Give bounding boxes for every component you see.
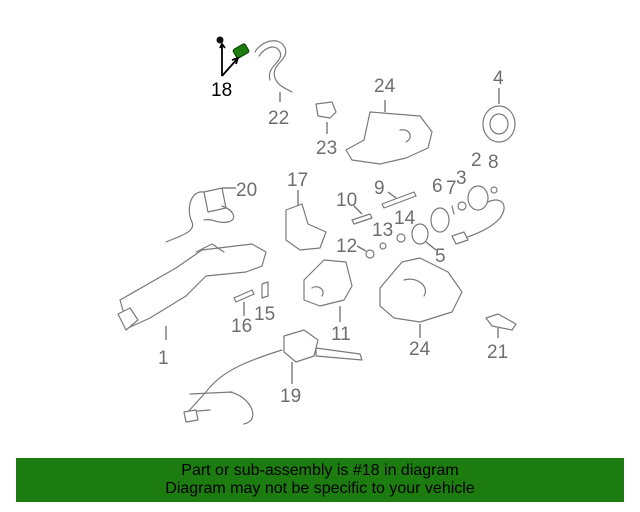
part-20[interactable]	[165, 187, 236, 243]
part-11[interactable]	[303, 259, 353, 322]
part-24-lower[interactable]	[379, 257, 463, 338]
callout-21: 21	[487, 342, 508, 363]
part-2[interactable]	[451, 185, 505, 245]
callout-23: 23	[316, 138, 337, 159]
banner-line-2: Diagram may not be specific to your vehi…	[165, 480, 475, 497]
part-6[interactable]	[430, 207, 450, 233]
callout-18: 18	[211, 80, 232, 101]
part-8[interactable]	[490, 186, 498, 194]
callout-15: 15	[254, 304, 275, 325]
callout-24-upper: 24	[374, 76, 396, 97]
callout-13: 13	[372, 220, 393, 241]
part-18[interactable]	[216, 36, 250, 77]
callout-4: 4	[493, 68, 504, 89]
callout-12: 12	[336, 236, 357, 257]
callout-10: 10	[336, 190, 357, 211]
callout-1: 1	[158, 348, 169, 369]
callout-17: 17	[287, 170, 308, 191]
part-9[interactable]	[381, 191, 417, 209]
callout-6: 6	[432, 176, 443, 197]
callout-11: 11	[331, 324, 351, 345]
callout-22: 22	[268, 108, 289, 129]
part-10[interactable]	[351, 205, 373, 225]
part-22[interactable]	[254, 40, 293, 102]
part-12[interactable]	[356, 245, 375, 259]
callout-9: 9	[374, 178, 385, 199]
part-16[interactable]	[233, 289, 255, 316]
parts-diagram: 18 22 23 24 4 20 17 9 10 2 3 8 6 7 13 14…	[117, 36, 517, 425]
callout-7: 7	[446, 178, 457, 199]
part-5[interactable]	[411, 223, 437, 251]
part-21[interactable]	[485, 313, 517, 338]
part-7[interactable]	[451, 205, 455, 215]
callout-20: 20	[236, 180, 257, 201]
part-19[interactable]	[183, 329, 363, 425]
part-23[interactable]	[315, 101, 337, 134]
callout-24-lower: 24	[409, 339, 431, 360]
part-3[interactable]	[457, 201, 467, 211]
callout-2: 2	[471, 150, 482, 171]
info-banner: Part or sub-assembly is #18 in diagram D…	[16, 458, 624, 502]
part-15[interactable]	[261, 281, 269, 299]
part-24-upper[interactable]	[345, 100, 433, 165]
callout-5: 5	[435, 246, 446, 267]
part-1[interactable]	[117, 243, 267, 340]
part-4[interactable]	[482, 88, 516, 143]
part-13[interactable]	[379, 242, 387, 250]
callout-14: 14	[394, 208, 416, 229]
callout-8: 8	[488, 152, 499, 173]
callout-16: 16	[231, 316, 252, 337]
part-14[interactable]	[396, 233, 406, 243]
part-17[interactable]	[285, 190, 327, 251]
banner-line-1: Part or sub-assembly is #18 in diagram	[181, 462, 459, 479]
callout-19: 19	[280, 386, 301, 407]
callout-3: 3	[456, 168, 467, 189]
